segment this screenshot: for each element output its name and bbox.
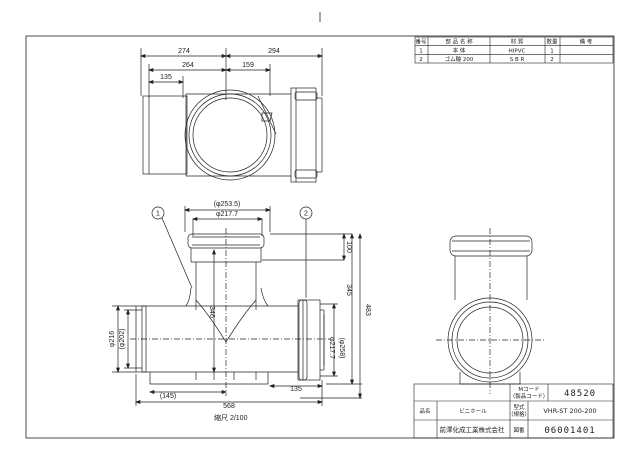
title-block: Mコード （製品コード） 48520 品名 ビニホール 型式 （規格） VHR-… xyxy=(413,383,614,439)
parts-header-name: 部 品 名 称 xyxy=(445,38,473,46)
balloon-1-label: 1 xyxy=(156,211,160,218)
name-label: 品名 xyxy=(419,407,430,415)
model-label-1: 型式 xyxy=(513,403,525,411)
dim-253-5: (φ253.5) xyxy=(214,201,241,208)
dim-568: 568 xyxy=(223,403,235,410)
front-view: (φ253.5) φ217.7 100 345 483 346 φ216 (φ2… xyxy=(109,201,371,410)
top-view: 274 294 264 159 135 xyxy=(140,48,323,183)
parts-row1-material: HIPVC xyxy=(509,48,526,54)
balloon-1 xyxy=(151,206,165,220)
drawing-no: 06001401 xyxy=(544,426,595,436)
mcode-label-2: （製品コード） xyxy=(510,392,549,400)
parts-header-remarks: 備 考 xyxy=(580,38,593,46)
dim-346: 346 xyxy=(208,306,215,318)
dim-159: 159 xyxy=(242,62,254,69)
dim-345: 345 xyxy=(345,284,352,296)
parts-row1-qty: 1 xyxy=(550,48,554,54)
balloon-2-label: 2 xyxy=(304,211,308,218)
dim-264: 264 xyxy=(182,62,194,69)
parts-header-qty: 数量 xyxy=(546,38,558,46)
border-frame xyxy=(25,35,615,439)
dim-217-7-top: φ217.7 xyxy=(216,211,238,218)
parts-row2-material: S B R xyxy=(510,57,525,63)
company-name: 前澤化成工業株式会社 xyxy=(440,425,506,434)
mcode-label-1: Mコード xyxy=(518,386,539,393)
dim-135: 135 xyxy=(160,74,172,81)
dim-483: 483 xyxy=(364,304,371,316)
parts-table: 番号 部 品 名 称 材 質 数量 備 考 1 本 体 HIPVC 1 2 ゴム… xyxy=(414,36,614,64)
parts-row1-no: 1 xyxy=(419,48,423,54)
model-value: VHR-ST 200-200 xyxy=(543,407,596,415)
dim-216: φ216 xyxy=(109,331,116,347)
scale-note: 縮尺 2/100 xyxy=(214,413,248,422)
dim-258: (φ258) xyxy=(338,338,345,359)
side-view xyxy=(436,228,544,394)
parts-header-material: 材 質 xyxy=(511,38,524,46)
dim-294: 294 xyxy=(268,48,280,55)
parts-row2-qty: 2 xyxy=(550,57,554,63)
dim-135-front: 135 xyxy=(290,386,302,393)
parts-row1-name: 本 体 xyxy=(453,46,466,54)
drawing-no-label: 図番 xyxy=(513,427,525,434)
model-label-2: （規格） xyxy=(508,410,530,418)
dim-217-7-side: φ217.7 xyxy=(328,337,335,359)
dim-274: 274 xyxy=(178,48,190,55)
mcode-value: 48520 xyxy=(564,389,596,399)
parts-header-no: 番号 xyxy=(415,39,427,46)
name-value: ビニホール xyxy=(459,407,487,415)
dim-202: (φ202) xyxy=(119,329,126,350)
dim-145: (145) xyxy=(160,393,176,400)
parts-row2-no: 2 xyxy=(419,57,423,63)
dim-100: 100 xyxy=(345,241,352,253)
parts-row2-name: ゴム輪 200 xyxy=(445,55,474,63)
